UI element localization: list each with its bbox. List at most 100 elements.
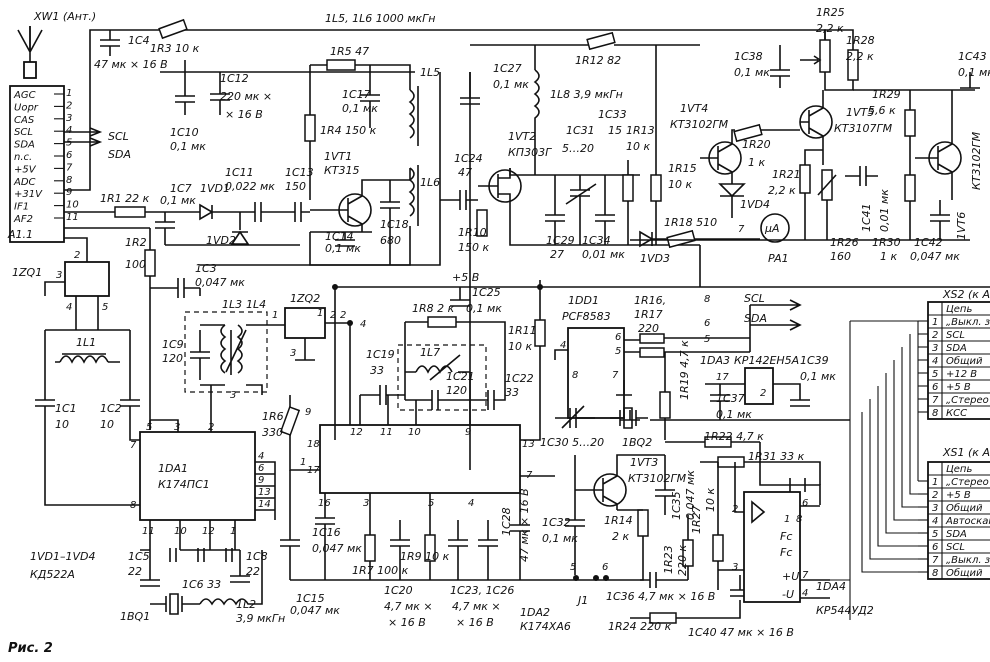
vt6-ref: 1VT6 [955, 212, 968, 240]
xs1-row-number: 8 [932, 568, 938, 579]
r17 [639, 347, 665, 358]
c18-ref: 1C18 [380, 218, 409, 231]
c14-value: 0,1 мк [325, 242, 361, 255]
c9-ref: 1C9 [162, 338, 184, 351]
xs2-row-name: +5 В [946, 382, 971, 393]
a11-pin-number: 5 [66, 138, 72, 149]
module-a11-ref: A1.1 [7, 228, 33, 241]
dd1-pin6: 6 [615, 332, 621, 343]
r18 [666, 229, 696, 249]
r29-value: 5,6 к [868, 104, 896, 117]
c29-ref: 1C29 [546, 234, 575, 247]
c5-ref: 1C5 [128, 550, 150, 563]
l4-label: 1L4 [246, 298, 266, 311]
da1-ref: 1DA1 [158, 462, 188, 475]
dd1-pin7: 7 [612, 370, 619, 381]
da1-pin9: 9 [258, 475, 264, 486]
a11-pin-number: 11 [66, 212, 79, 223]
c4-ref: 1C4 [128, 34, 150, 47]
xs1-body [927, 461, 990, 580]
r8 [427, 316, 457, 328]
r14-value: 2 к [612, 530, 629, 543]
c30-label: 1C30 5…20 [540, 436, 604, 449]
j1-pin6: 6 [602, 562, 608, 573]
bq1-label: 1BQ1 [120, 610, 150, 623]
c17-value: 0,1 мк [342, 102, 378, 115]
r11-value: 10 к [508, 340, 532, 353]
c11-ref: 1C11 [225, 166, 254, 179]
vt4-part: КТ3102ГМ [670, 118, 729, 131]
c20-value: 4,7 мк × [384, 600, 433, 613]
c5-value: 22 [128, 565, 142, 578]
c15-value: 0,047 мк [290, 604, 340, 617]
da4-fc1: Fc [780, 530, 792, 543]
harness-wire [909, 334, 918, 495]
r3 [158, 18, 188, 40]
r26-ref: 1R26 [830, 236, 859, 249]
da1-pin3: 3 [174, 422, 180, 433]
dd1-chip [567, 327, 625, 419]
dd1-pin4: 4 [560, 340, 566, 351]
bus-sda-label: SDA [744, 312, 767, 325]
c12-value: 220 мк × [220, 90, 272, 103]
vt1-part: КТ315 [324, 164, 360, 177]
wire-harness [830, 320, 919, 620]
xs1-row-name: „Стерео [946, 477, 989, 488]
vt2-ref: 1VT2 [508, 130, 536, 143]
c10-ref: 1C10 [170, 126, 199, 139]
c28-value: 47 мк × 16 В [518, 488, 531, 562]
r28-ref: 1R28 [846, 34, 875, 47]
l3-label: 1L3 [222, 298, 242, 311]
j1-pin5: 5 [570, 562, 576, 573]
da4-pin6: 6 [802, 498, 808, 509]
r16-ref: 1R16, [634, 294, 666, 307]
da2-pin17: 17 [307, 465, 320, 476]
xs2-header: Цепь [946, 304, 972, 315]
da1-pin5: 5 [146, 422, 152, 433]
r21 [799, 164, 811, 194]
a11-pin-number: 6 [66, 150, 72, 161]
xs2-row-name: SDA [946, 343, 967, 354]
xs1-row-name: Общий [946, 502, 983, 514]
vt5-part: КТ3107ГМ [834, 122, 893, 135]
a11-pin-label: n.c. [14, 152, 32, 163]
harness-trunk [830, 320, 918, 620]
r15-value: 10 к [668, 178, 692, 191]
r9 [424, 534, 436, 562]
bus-scl-label: SCL [744, 292, 765, 305]
vt1-ref: 1VT1 [324, 150, 352, 163]
da4-part: КР544УД2 [816, 604, 874, 617]
r30-ref: 1R30 [872, 236, 901, 249]
c1-value: 10 [55, 418, 69, 431]
c1-ref: 1C1 [55, 402, 77, 415]
xs1-row-number: 1 [932, 477, 938, 488]
xs1-row-number: 7 [932, 555, 939, 566]
c37-value: 0,1 мк [716, 408, 752, 421]
zq2-pin1: 1 [317, 308, 323, 319]
xs2-row-number: 5 [932, 369, 938, 380]
r11 [534, 319, 546, 347]
antenna-xw1 [17, 26, 43, 79]
c34-ref: 1C34 [582, 234, 611, 247]
r14-ref: 1R14 [604, 514, 633, 527]
node-9: 9 [305, 407, 311, 418]
r27-value: 10 к [704, 488, 717, 512]
a11-pin-number: 10 [66, 200, 79, 211]
r17-ref: 1R17 [634, 308, 663, 321]
l8-label: 1L8 3,9 мкГн [550, 88, 623, 101]
xs1-header: Цепь [946, 464, 972, 475]
a11-pin-number: 3 [66, 113, 72, 124]
r23-ref: 1R23 [662, 545, 675, 574]
da2-pin9: 9 [465, 427, 471, 438]
da4-ref: 1DA4 [816, 580, 846, 593]
c36-label: 1C36 4,7 мк × 16 В [606, 590, 715, 603]
xs1-row-name: SCL [946, 542, 965, 553]
da1-pin14: 14 [258, 499, 271, 510]
c39-ref: 1C39 [800, 354, 829, 367]
c3-value: 0,047 мк [195, 276, 245, 289]
vt3-part: КТ3102ГМ [628, 472, 687, 485]
pa1-meter [760, 213, 790, 243]
xs2-row-name: КСС [946, 408, 967, 419]
xs2-row-number: 3 [932, 343, 938, 354]
